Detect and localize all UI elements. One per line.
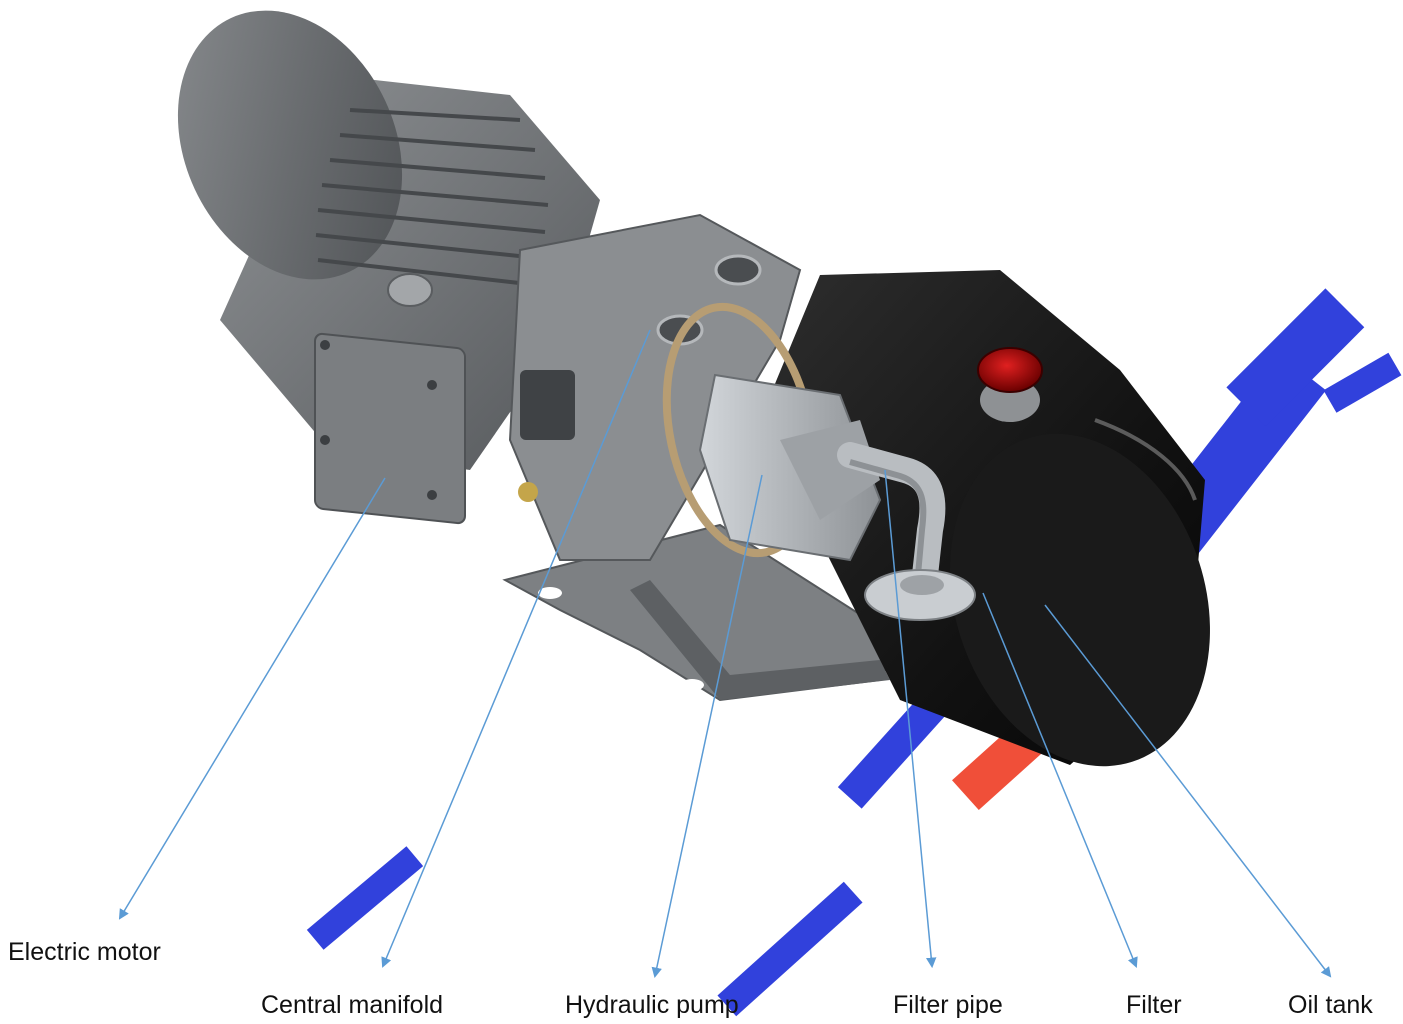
cable-gland (387, 273, 433, 307)
watermark-stroke-6 (1323, 352, 1402, 413)
filter-pipe (837, 442, 946, 588)
manifold-port-2 (714, 254, 762, 286)
terminal-box (314, 332, 466, 525)
leader-line-filter (982, 592, 1138, 968)
leader-line-filter-pipe (884, 469, 937, 969)
mounting-bracket (502, 523, 902, 702)
tank-highlight (1094, 418, 1197, 501)
terminal-box-bolt-2 (427, 380, 437, 390)
oil-tank (760, 270, 1210, 767)
leader-line-tank (1044, 604, 1332, 978)
tank-cap (977, 347, 1043, 393)
filter-flange (864, 569, 976, 621)
watermark-stroke-2 (717, 881, 863, 1017)
pump-housing (698, 373, 882, 562)
terminal-box-bolt-4 (427, 490, 437, 500)
motor-cooling-fins (315, 108, 549, 286)
label-hydraulic-pump: Hydraulic pump (565, 991, 739, 1019)
leader-line-pump (651, 474, 763, 979)
tank-end-face (950, 433, 1210, 767)
label-oil-tank: Oil tank (1288, 991, 1373, 1019)
terminal-box-bolt-3 (320, 435, 330, 445)
label-filter: Filter (1126, 991, 1182, 1019)
bracket-hole-right (680, 679, 704, 691)
label-filter-pipe: Filter pipe (893, 991, 1003, 1019)
filter-pipe-shade (849, 459, 927, 576)
bracket-front-face (630, 580, 890, 700)
electric-motor (177, 10, 600, 525)
manifold-fitting (518, 482, 538, 502)
label-central-manifold: Central manifold (261, 991, 444, 1019)
watermark-stroke-5 (1226, 288, 1365, 427)
leader-lines (118, 329, 1332, 979)
solenoid-valve (520, 370, 575, 440)
leader-line-motor (118, 477, 386, 920)
watermark-stroke-1 (306, 846, 424, 950)
leader-line-manifold (381, 329, 651, 968)
label-electric-motor: Electric motor (8, 938, 161, 966)
filter-neck (900, 575, 944, 595)
bracket-hole-left (538, 587, 562, 599)
terminal-box-bolt-1 (320, 340, 330, 350)
